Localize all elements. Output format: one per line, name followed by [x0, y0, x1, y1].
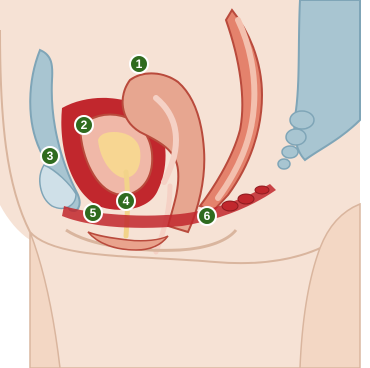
marker-6: 6: [198, 207, 216, 225]
marker-5-label: 5: [90, 206, 97, 220]
marker-2: 2: [75, 116, 93, 134]
marker-1: 1: [130, 55, 148, 73]
marker-5: 5: [84, 204, 102, 222]
marker-3: 3: [41, 147, 59, 165]
marker-4-label: 4: [123, 194, 130, 208]
marker-4: 4: [117, 192, 135, 210]
marker-6-label: 6: [204, 209, 211, 223]
marker-3-label: 3: [47, 149, 54, 163]
marker-1-label: 1: [136, 57, 143, 71]
marker-2-label: 2: [81, 118, 88, 132]
